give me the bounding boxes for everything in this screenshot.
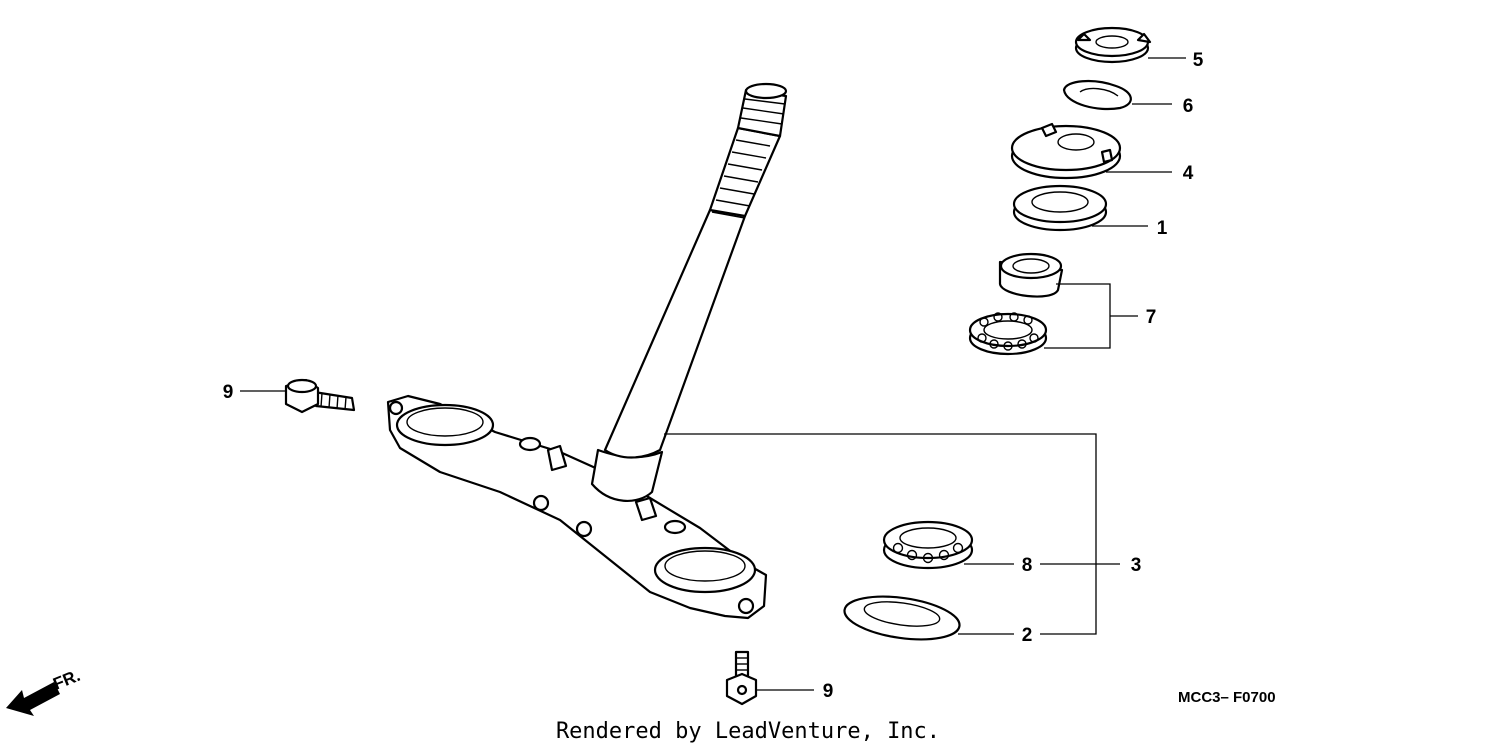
callout-9-bottom: 9 (823, 681, 834, 702)
callout-9-left: 9 (223, 382, 234, 403)
part-5-lock-nut (1074, 26, 1152, 64)
callout-6: 6 (1183, 96, 1194, 117)
part-7-bearing-set (968, 252, 1064, 356)
callout-1: 1 (1157, 218, 1168, 239)
part-9-bolt-bottom (725, 650, 758, 706)
callout-7: 7 (1146, 307, 1157, 328)
callout-8: 8 (1022, 555, 1033, 576)
arrow-icon (6, 682, 60, 716)
direction-label: FR. (50, 666, 83, 694)
part-4-adjusting-nut (1010, 122, 1122, 180)
callout-5: 5 (1193, 50, 1204, 71)
part-8-bearing (882, 520, 974, 570)
steering-stem (386, 82, 788, 620)
callout-4: 4 (1183, 163, 1194, 184)
callout-3: 3 (1131, 555, 1142, 576)
part-9-bolt-left (284, 378, 356, 414)
part-6-lock-washer (1062, 80, 1132, 111)
diagram-code: MCC3– F0700 (1178, 689, 1276, 706)
leader-lines (240, 57, 1186, 691)
credit-text: Rendered by LeadVenture, Inc. (556, 719, 940, 744)
front-direction-arrow: FR. (6, 666, 83, 716)
part-2-seal (843, 595, 961, 641)
callout-2: 2 (1022, 625, 1033, 646)
part-1-dust-seal (1012, 184, 1108, 232)
